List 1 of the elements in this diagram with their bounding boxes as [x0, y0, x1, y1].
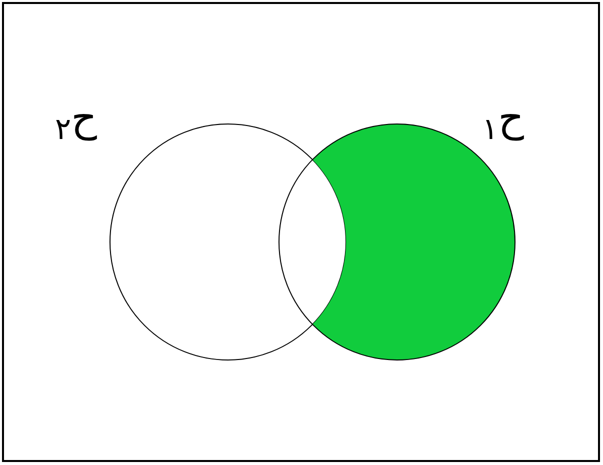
universal-set-rectangle — [2, 2, 600, 462]
